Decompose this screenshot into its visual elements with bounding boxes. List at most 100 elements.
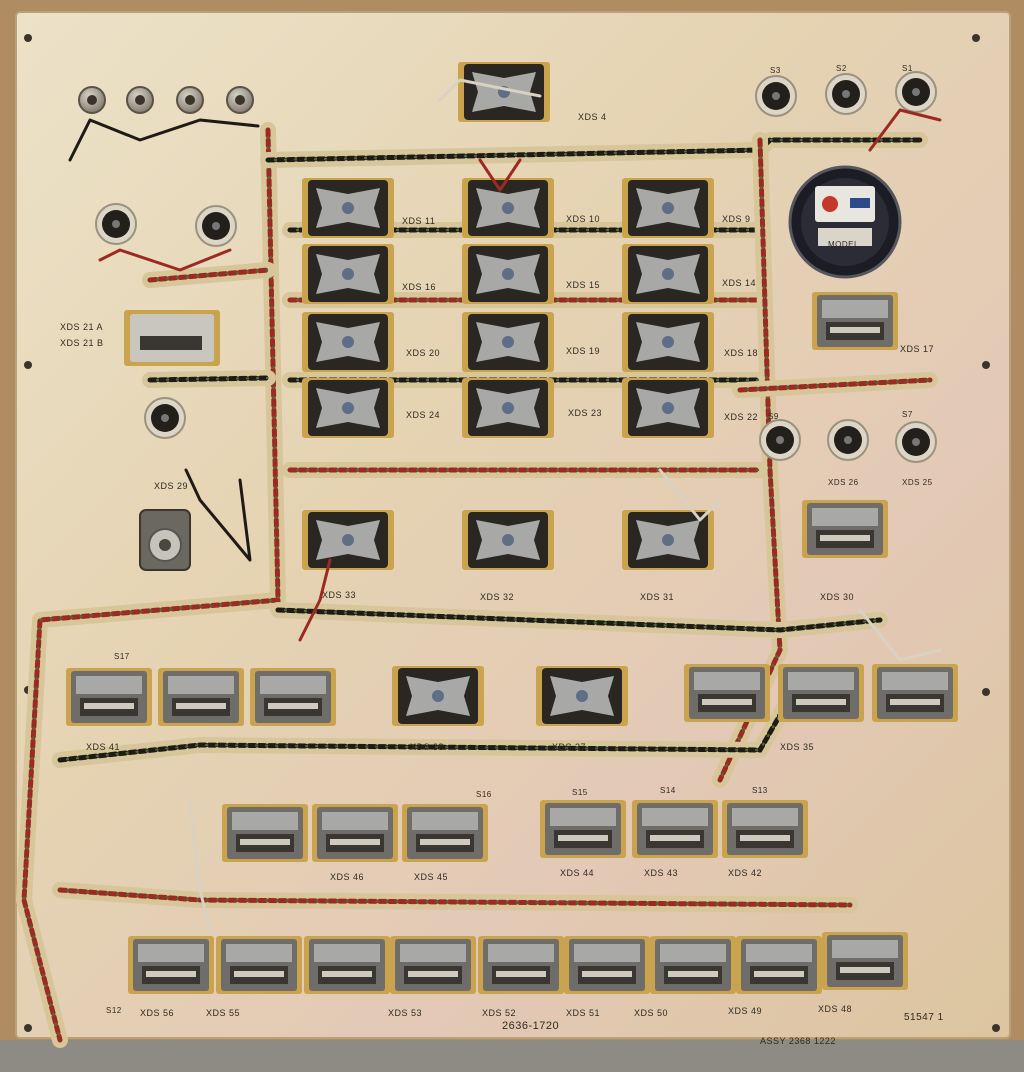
- socket-label-xds9: XDS 9: [722, 214, 751, 224]
- switch-label-6: S7: [902, 410, 913, 419]
- socket-xds53: [390, 936, 476, 994]
- socket-label-xds41: XDS 41: [86, 742, 121, 752]
- socket-label-xds50: XDS 50: [634, 1008, 669, 1018]
- socket-xds32: [462, 510, 554, 570]
- socket-label-xds49: XDS 49: [728, 1006, 763, 1016]
- meter-model-label: MODEL: [828, 240, 859, 249]
- socket-xds31: [622, 510, 714, 570]
- socket-xds11: [302, 178, 394, 238]
- socket-label-xds19: XDS 19: [566, 346, 601, 356]
- socket-xds10: [462, 178, 554, 238]
- switch-label-9: S16: [476, 790, 492, 799]
- socket-xds41: [66, 668, 152, 726]
- label-xds21a: XDS 21 A: [60, 322, 104, 332]
- socket-xds33: [302, 510, 394, 570]
- socket-xds18: [622, 312, 714, 372]
- socket-xds30: [802, 500, 888, 558]
- socket-label-xds31: XDS 31: [640, 592, 675, 602]
- socket-label-xds14: XDS 14: [722, 278, 757, 288]
- ground-terminal: [139, 509, 191, 571]
- socket-xds39: [250, 668, 336, 726]
- socket-label-xds10: XDS 10: [566, 214, 601, 224]
- socket-label-xds11: XDS 11: [402, 216, 436, 226]
- socket-label-xds35: XDS 35: [780, 742, 815, 752]
- socket-xds34: [872, 664, 958, 722]
- socket-xds35: [778, 664, 864, 722]
- socket-label-xds42: XDS 42: [728, 868, 763, 878]
- socket-label-xds16: XDS 16: [402, 282, 437, 292]
- label-xds29: XDS 29: [154, 481, 189, 491]
- socket-label-xds53: XDS 53: [388, 1008, 423, 1018]
- socket-xds54: [304, 936, 390, 994]
- socket-xds42: [722, 800, 808, 858]
- socket-label-xds17: XDS 17: [900, 344, 935, 354]
- socket-label-xds45: XDS 45: [414, 872, 449, 882]
- socket-label-xds32: XDS 32: [480, 592, 515, 602]
- socket-label-xds46: XDS 46: [330, 872, 365, 882]
- socket-xds19: [462, 312, 554, 372]
- socket-xds17: [812, 292, 898, 350]
- socket-label-xds30: XDS 30: [820, 592, 855, 602]
- socket-label-xds33: XDS 33: [322, 590, 357, 600]
- socket-label-xds37: XDS 37: [552, 742, 587, 752]
- socket-xds49: [736, 936, 822, 994]
- switch-knobs: [78, 71, 937, 463]
- switch-label-7: XDS 25: [902, 478, 933, 487]
- assembly-number: ASSY 2368 1222: [760, 1036, 836, 1046]
- label-xds21b: XDS 21 B: [60, 338, 104, 348]
- switch-label-10: S15: [572, 788, 588, 797]
- switch-label-2: S2: [836, 64, 847, 73]
- socket-xds48: [822, 932, 908, 990]
- socket-label-xds23: XDS 23: [568, 408, 603, 418]
- socket-xds45: [402, 804, 488, 862]
- socket-xds36: [684, 664, 770, 722]
- socket-xds4: [458, 62, 550, 122]
- socket-xds43: [632, 800, 718, 858]
- socket-xds22: [622, 378, 714, 438]
- switch-label-1: S3: [770, 66, 781, 75]
- socket-label-xds38: XDS 38: [410, 742, 445, 752]
- socket-xds47: [222, 804, 308, 862]
- socket-label-xds24: XDS 24: [406, 410, 441, 420]
- socket-xds52: [478, 936, 564, 994]
- socket-xds23: [462, 378, 554, 438]
- socket-xds24: [302, 378, 394, 438]
- socket-xds15: [462, 244, 554, 304]
- socket-xds46: [312, 804, 398, 862]
- socket-xds51: [564, 936, 650, 994]
- loose-wires: [68, 78, 942, 932]
- socket-xds40: [158, 668, 244, 726]
- panel-meter: [788, 165, 902, 279]
- socket-xds50: [650, 936, 736, 994]
- socket-label-xds44: XDS 44: [560, 868, 595, 878]
- socket-array: [66, 62, 958, 994]
- socket-xds38: [392, 666, 484, 726]
- switch-label-12: S13: [752, 786, 768, 795]
- socket-xds9: [622, 178, 714, 238]
- terminal-block-xds21: [124, 310, 220, 366]
- socket-xds37: [536, 666, 628, 726]
- socket-label-xds15: XDS 15: [566, 280, 601, 290]
- socket-xds20: [302, 312, 394, 372]
- part-number: 2636-1720: [502, 1020, 560, 1032]
- socket-xds14: [622, 244, 714, 304]
- socket-label-xds18: XDS 18: [724, 348, 759, 358]
- switch-label-3: S1: [902, 64, 913, 73]
- socket-label-xds22: XDS 22: [724, 412, 759, 422]
- socket-label-xds56: XDS 56: [140, 1008, 175, 1018]
- socket-xds16: [302, 244, 394, 304]
- socket-label-xds20: XDS 20: [406, 348, 441, 358]
- switch-label-11: S14: [660, 786, 676, 795]
- socket-label-xds48: XDS 48: [818, 1004, 853, 1014]
- serial-number: 51547 1: [904, 1012, 944, 1023]
- socket-xds55: [216, 936, 302, 994]
- socket-xds56: [128, 936, 214, 994]
- socket-label-xds55: XDS 55: [206, 1008, 241, 1018]
- socket-label-xds4: XDS 4: [578, 112, 607, 122]
- switch-label-13: S12: [106, 1006, 122, 1015]
- socket-label-xds52: XDS 52: [482, 1008, 517, 1018]
- switch-label-8: S17: [114, 652, 130, 661]
- switch-label-4: S9: [768, 412, 779, 421]
- socket-xds44: [540, 800, 626, 858]
